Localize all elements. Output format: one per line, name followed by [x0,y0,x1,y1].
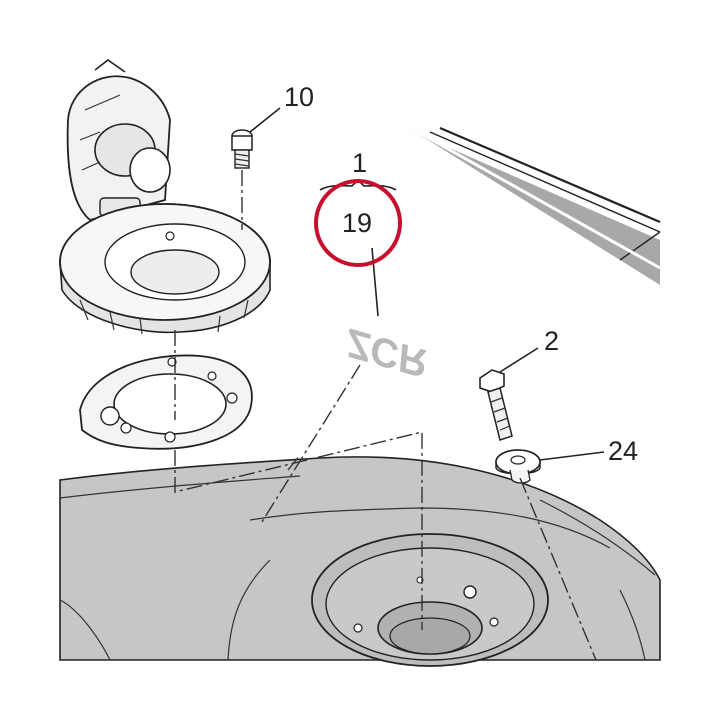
fuel-tank [59,456,661,667]
gasket-ring-icon [79,354,253,450]
fuel-cap-icon [59,59,271,335]
screw-icon [231,129,253,169]
callout-10: 10 [284,82,314,112]
callout-2: 2 [544,326,559,356]
bolt-icon [479,369,513,441]
assembly-lines [174,107,605,661]
tank-stripe [390,120,661,285]
callout-24: 24 [608,436,638,466]
callout-19: 19 [342,208,372,238]
washer-icon [495,449,541,484]
callout-1: 1 [352,148,367,178]
highlight-circle [314,179,402,267]
